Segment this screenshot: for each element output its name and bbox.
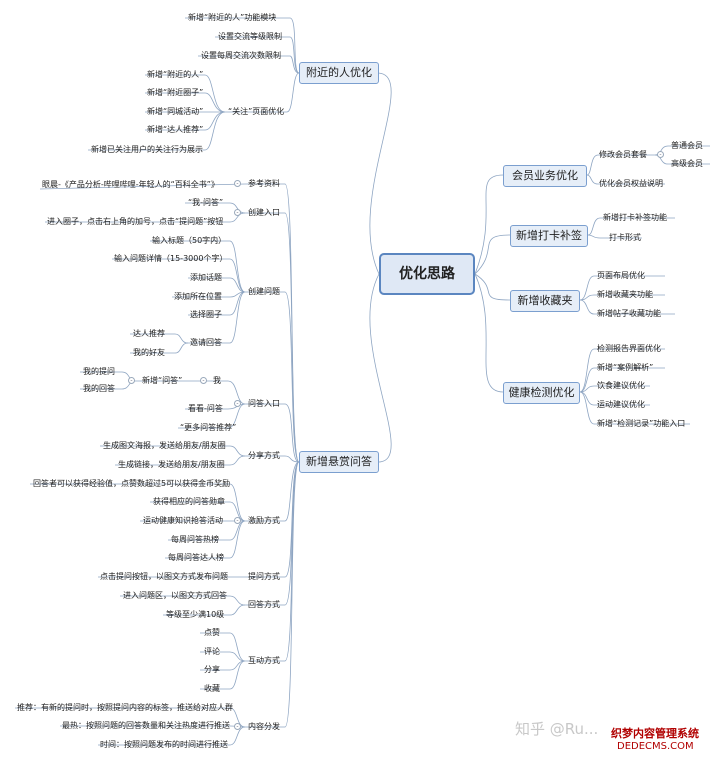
node-share-link[interactable]: 生成链接，发送给朋友/朋友圈 <box>118 460 225 469</box>
node-ask-method[interactable]: 提问方式 <box>248 572 280 581</box>
node-create-question[interactable]: 创建问题 <box>248 287 280 296</box>
node-qa-entry[interactable]: 问答入口 <box>248 399 280 408</box>
node-invite-expert[interactable]: 达人推荐 <box>133 329 165 338</box>
branch-health-check[interactable]: 健康检测优化 <box>503 382 580 404</box>
collapse-toggle-icon[interactable]: - <box>657 151 664 158</box>
node-follow-page[interactable]: “关注”页面优化 <box>228 107 285 116</box>
node-comment[interactable]: 评论 <box>204 647 220 656</box>
node-weekly-hot-list[interactable]: 每周问答热榜 <box>171 535 219 544</box>
node-dist-recommend[interactable]: 推荐：有新的提问时，按照提问内容的标签，推送给对应人群 <box>17 703 233 712</box>
node-incentive-medal[interactable]: 获得相应的问答勋章 <box>153 497 225 506</box>
node-select-circle[interactable]: 选择圈子 <box>190 310 222 319</box>
collapse-toggle-icon[interactable]: - <box>200 377 207 384</box>
node-add-nearby-people[interactable]: 新增“附近的人” <box>147 70 204 79</box>
collapse-toggle-icon[interactable]: - <box>234 517 241 524</box>
node-regular-member[interactable]: 普通会员 <box>671 141 703 150</box>
node-nearby-module[interactable]: 新增“附近的人”功能模块 <box>188 13 277 22</box>
node-circle-ask-button[interactable]: 进入圈子，点击右上角的加号，点击“提问题”按钮 <box>47 217 224 226</box>
node-incentive-method[interactable]: 激励方式 <box>248 516 280 525</box>
node-share-method[interactable]: 分享方式 <box>248 451 280 460</box>
node-answer-level[interactable]: 等级至少满10级 <box>166 610 225 619</box>
node-page-layout[interactable]: 页面布局优化 <box>597 271 645 280</box>
node-add-qa[interactable]: 新增“问答” <box>142 376 183 385</box>
node-add-topic[interactable]: 添加话题 <box>190 273 222 282</box>
node-weekly-exchange-limit[interactable]: 设置每周交流次数限制 <box>201 51 281 60</box>
node-dist-hot[interactable]: 最热：按照问题的回答数量和关注热度进行推送 <box>62 721 230 730</box>
node-add-expert-recommend[interactable]: 新增“达人推荐” <box>147 125 204 134</box>
node-incentive-quiz[interactable]: 运动健康知识抢答活动 <box>143 516 223 525</box>
collapse-toggle-icon[interactable]: - <box>234 209 241 216</box>
node-add-location[interactable]: 添加所在位置 <box>174 292 222 301</box>
collapse-toggle-icon[interactable]: - <box>234 180 241 187</box>
node-my-answers[interactable]: 我的回答 <box>83 384 115 393</box>
zhihu-watermark: 知乎 @Ru... <box>515 720 599 738</box>
node-me-qa[interactable]: “我-问答” <box>188 198 224 207</box>
node-reference-article[interactable]: 眼晨-《产品分析-哔哩哔哩-年轻人的“百科全书”》 <box>42 180 219 189</box>
node-checkin-form[interactable]: 打卡形式 <box>609 233 641 242</box>
node-favorite[interactable]: 收藏 <box>204 684 220 693</box>
node-my-questions[interactable]: 我的提问 <box>83 367 115 376</box>
node-answer-area[interactable]: 进入问题区，以图文方式回答 <box>123 591 227 600</box>
central-topic[interactable]: 优化思路 <box>379 253 475 295</box>
node-interaction-method[interactable]: 互动方式 <box>248 656 280 665</box>
node-create-entry[interactable]: 创建入口 <box>248 208 280 217</box>
node-case-analysis[interactable]: 新增“案例解析” <box>597 363 654 372</box>
branch-favorites[interactable]: 新增收藏夹 <box>510 290 580 312</box>
dedecms-logo: 织梦内容管理系统 DEDECMS.COM <box>611 723 711 757</box>
node-add-makeup-checkin[interactable]: 新增打卡补签功能 <box>603 213 667 222</box>
branch-member-business[interactable]: 会员业务优化 <box>503 165 587 187</box>
node-share[interactable]: 分享 <box>204 665 220 674</box>
node-add-post-favorite[interactable]: 新增帖子收藏功能 <box>597 309 661 318</box>
node-diet-advice[interactable]: 饮食建议优化 <box>597 381 645 390</box>
node-exercise-advice[interactable]: 运动建议优化 <box>597 400 645 409</box>
node-like[interactable]: 点赞 <box>204 628 220 637</box>
node-change-member-plan[interactable]: 修改会员套餐 <box>599 150 647 159</box>
node-ask-button[interactable]: 点击提问按钮，以图文方式发布问题 <box>100 572 228 581</box>
collapse-toggle-icon[interactable]: - <box>128 377 135 384</box>
node-answer-method[interactable]: 回答方式 <box>248 600 280 609</box>
node-weekly-expert-list[interactable]: 每周问答达人榜 <box>168 553 224 562</box>
branch-reward-qa[interactable]: 新增悬赏问答 <box>299 451 379 473</box>
node-incentive-exp[interactable]: 回答者可以获得经验值，点赞数超过5可以获得金币奖励 <box>33 479 231 488</box>
collapse-toggle-icon[interactable]: - <box>234 400 241 407</box>
node-me[interactable]: 我 <box>213 376 221 385</box>
node-input-details[interactable]: 输入问题详情（15-3000个字） <box>114 254 228 263</box>
branch-nearby-optimization[interactable]: 附近的人优化 <box>299 62 379 84</box>
node-input-title[interactable]: 输入标题（50字内） <box>152 236 227 245</box>
node-premium-member[interactable]: 高级会员 <box>671 159 703 168</box>
node-share-poster[interactable]: 生成图文海报，发送给朋友/朋友圈 <box>103 441 226 450</box>
node-add-local-events[interactable]: 新增“同城活动” <box>147 107 204 116</box>
node-exchange-level-limit[interactable]: 设置交流等级限制 <box>218 32 282 41</box>
node-look-qa[interactable]: 看看-问答 <box>188 404 223 413</box>
logo-title: 织梦内容管理系统 <box>611 727 699 740</box>
node-dist-time[interactable]: 时间：按照问题发布的时间进行推送 <box>100 740 228 749</box>
node-invite-answer[interactable]: 邀请回答 <box>190 338 222 347</box>
node-add-favorites[interactable]: 新增收藏夹功能 <box>597 290 653 299</box>
node-references[interactable]: 参考资料 <box>248 179 280 188</box>
node-invite-friends[interactable]: 我的好友 <box>133 348 165 357</box>
branch-checkin-makeup[interactable]: 新增打卡补签 <box>510 225 588 247</box>
node-check-record-entry[interactable]: 新增“检测记录”功能入口 <box>597 419 686 428</box>
node-member-benefits[interactable]: 优化会员权益说明 <box>599 179 663 188</box>
node-report-ui[interactable]: 检测报告界面优化 <box>597 344 661 353</box>
node-follow-behavior-display[interactable]: 新增已关注用户的关注行为展示 <box>91 145 203 154</box>
node-add-nearby-circles[interactable]: 新增“附近圈子” <box>147 88 204 97</box>
collapse-toggle-icon[interactable]: - <box>234 723 241 730</box>
node-more-recommend[interactable]: “更多问答推荐” <box>180 423 237 432</box>
logo-subtitle: DEDECMS.COM <box>617 741 694 752</box>
node-content-distribution[interactable]: 内容分发 <box>248 722 280 731</box>
